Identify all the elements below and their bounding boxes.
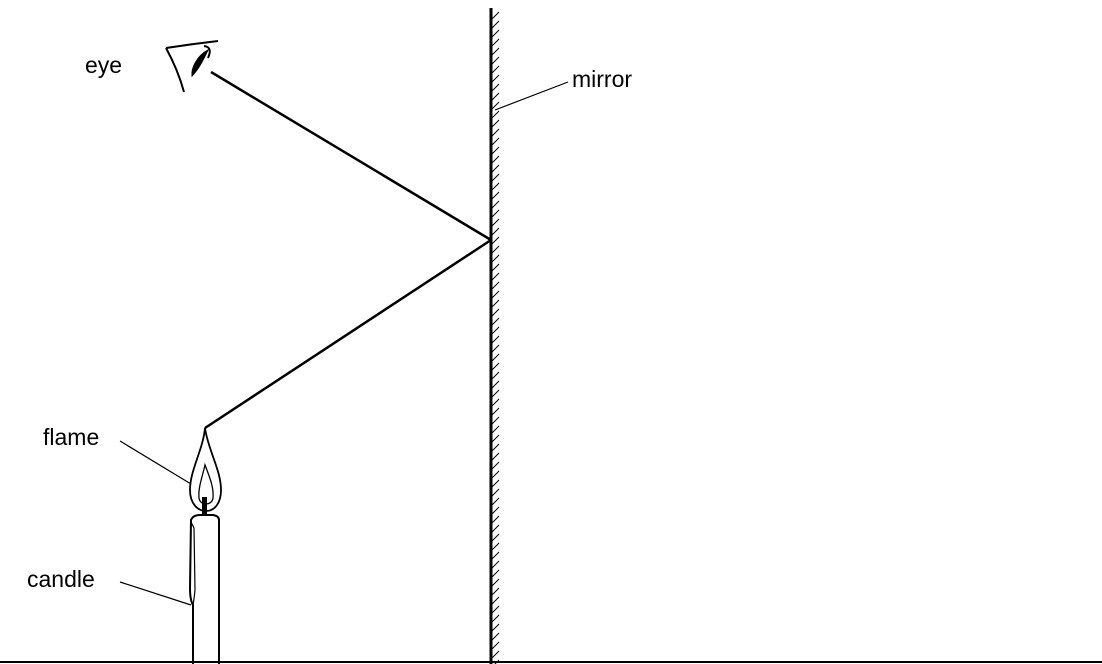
mirror-hatch-tick: [491, 209, 500, 218]
incident-ray: [204, 238, 492, 430]
mirror-hatch-tick: [491, 560, 500, 569]
mirror-hatch-tick: [491, 326, 500, 335]
mirror-hatch-tick: [491, 164, 500, 173]
mirror-hatch-tick: [491, 227, 500, 236]
mirror-hatch-tick: [491, 290, 500, 299]
mirror-hatch-tick: [491, 11, 500, 20]
mirror-hatch-tick: [491, 650, 500, 659]
mirror-hatch-tick: [491, 488, 500, 497]
mirror-hatch-tick: [491, 272, 500, 281]
mirror-hatch-tick: [491, 137, 500, 146]
flame-label: flame: [43, 424, 99, 450]
mirror-hatch-tick: [491, 524, 500, 533]
mirror-hatch-tick: [491, 56, 500, 65]
mirror-hatch-tick: [491, 569, 500, 578]
candle-wick: [202, 497, 207, 515]
mirror-hatch-tick: [491, 389, 500, 398]
mirror-hatch-tick: [491, 497, 500, 506]
mirror-hatch-tick: [491, 353, 500, 362]
mirror-hatch-tick: [491, 119, 500, 128]
mirror-hatch-tick: [491, 47, 500, 56]
flame-icon: [189, 427, 222, 512]
mirror-hatch-tick: [491, 344, 500, 353]
mirror-hatch-tick: [491, 443, 500, 452]
mirror-hatch-tick: [491, 173, 500, 182]
mirror-hatch-tick: [491, 398, 500, 407]
mirror-hatch-tick: [491, 263, 500, 272]
mirror-hatch-tick: [491, 245, 500, 254]
mirror-hatch-tick: [491, 623, 500, 632]
mirror-hatch-tick: [491, 614, 500, 623]
mirror-label: mirror: [572, 66, 632, 92]
mirror-hatch-tick: [491, 191, 500, 200]
mirror-hatch-tick: [491, 596, 500, 605]
mirror-hatch-tick: [491, 452, 500, 461]
mirror-hatch-tick: [491, 515, 500, 524]
mirror-hatch-tick: [491, 371, 500, 380]
mirror-hatch-tick: [491, 587, 500, 596]
candle-body: [188, 514, 220, 664]
mirror-hatch-tick: [491, 551, 500, 560]
mirror-hatch-tick: [491, 38, 500, 47]
mirror-hatch-tick: [491, 416, 500, 425]
eye-label: eye: [85, 52, 122, 78]
flame-leader: [119, 440, 192, 485]
mirror-hatch-tick: [491, 362, 500, 371]
mirror-hatch-tick: [491, 281, 500, 290]
mirror-hatch-tick: [491, 542, 500, 551]
mirror-hatch-tick: [491, 470, 500, 479]
mirror-hatch-tick: [491, 83, 500, 92]
mirror-hatching: [491, 11, 500, 664]
mirror-hatch-tick: [491, 434, 500, 443]
mirror-hatch-tick: [491, 218, 500, 227]
mirror-hatch-tick: [491, 155, 500, 164]
mirror-hatch-tick: [491, 200, 500, 209]
mirror-hatch-tick: [491, 641, 500, 650]
mirror-hatch-tick: [491, 254, 500, 263]
mirror-hatch-tick: [491, 533, 500, 542]
candle-leader: [119, 581, 192, 606]
mirror-hatch-tick: [491, 74, 500, 83]
mirror-hatch-tick: [491, 182, 500, 191]
mirror-hatch-tick: [491, 335, 500, 344]
mirror-hatch-tick: [491, 632, 500, 641]
mirror-hatch-tick: [491, 110, 500, 119]
mirror-hatch-tick: [491, 65, 500, 74]
mirror-hatch-tick: [491, 29, 500, 38]
mirror-leader: [494, 81, 569, 111]
candle-label: candle: [27, 566, 95, 592]
mirror-hatch-tick: [491, 236, 500, 245]
mirror-hatch-tick: [491, 506, 500, 515]
mirror-hatch-tick: [491, 308, 500, 317]
mirror-hatch-tick: [491, 101, 500, 110]
reflected-ray: [210, 70, 492, 242]
mirror-hatch-tick: [491, 380, 500, 389]
mirror-hatch-tick: [491, 605, 500, 614]
mirror-hatch-tick: [491, 578, 500, 587]
mirror-hatch-tick: [491, 299, 500, 308]
mirror-hatch-tick: [491, 425, 500, 434]
mirror-hatch-tick: [491, 128, 500, 137]
mirror-hatch-tick: [491, 146, 500, 155]
mirror-hatch-tick: [491, 92, 500, 101]
mirror-hatch-tick: [491, 20, 500, 29]
mirror-hatch-tick: [491, 317, 500, 326]
mirror-hatch-tick: [491, 479, 500, 488]
mirror-hatch-tick: [491, 407, 500, 416]
eye-icon: [165, 40, 219, 93]
mirror-hatch-tick: [491, 461, 500, 470]
